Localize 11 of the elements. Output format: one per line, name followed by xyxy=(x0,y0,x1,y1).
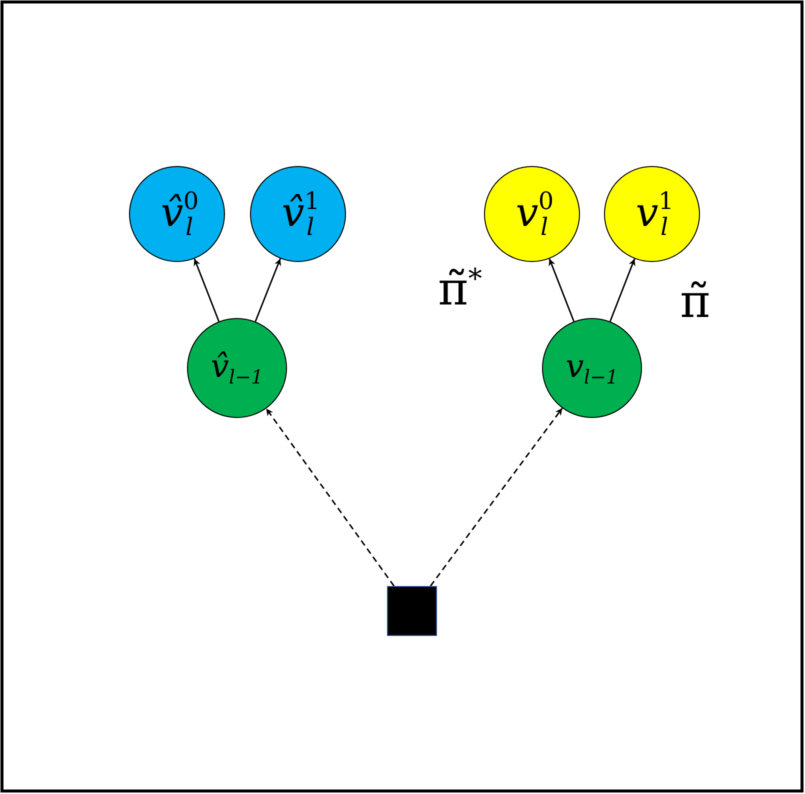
node-label: v$_{l−1}$ xyxy=(566,350,618,386)
dashed-arrow xyxy=(266,408,395,586)
arrow xyxy=(609,258,636,322)
policy-label: π̃$^{*}$ xyxy=(438,265,482,312)
arrow xyxy=(548,258,575,322)
node-label: v̂$_{l−1}$ xyxy=(210,350,264,386)
filled-square xyxy=(387,586,437,636)
arrow xyxy=(254,258,282,322)
policy-label: π̃ xyxy=(680,278,710,324)
arrow xyxy=(194,258,220,322)
dashed-arrow xyxy=(430,408,563,586)
